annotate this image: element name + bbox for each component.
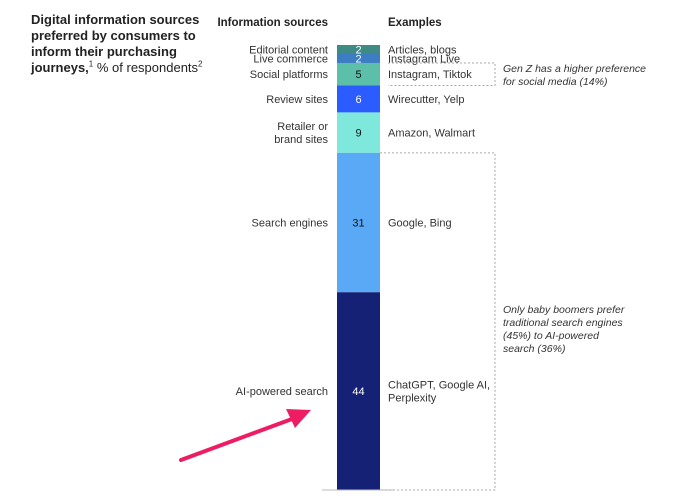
arrow-shaft: [179, 417, 294, 462]
header-examples: Examples: [388, 17, 442, 29]
annotation-text: Gen Z has a higher preference: [503, 63, 646, 75]
category-label-editorial-content: Editorial content: [249, 44, 328, 56]
value-label-social-platforms: 5: [355, 69, 361, 81]
annotation-text: traditional search engines: [503, 317, 623, 329]
chart-title-bold: Digital information sources preferred by…: [31, 12, 200, 75]
example-label-ai-powered-search: Perplexity: [388, 393, 437, 405]
arrow-head: [286, 409, 311, 428]
annotation-text: search (36%): [503, 343, 565, 355]
footnote-marker-1: 1: [88, 59, 94, 69]
chart-title-unit: % of respondents: [93, 60, 199, 75]
value-label-review-sites: 6: [355, 94, 361, 106]
category-label-social-platforms: Social platforms: [250, 69, 329, 81]
value-label-live-commerce: 2: [355, 53, 361, 65]
category-label-retailer-or-brand-sites: Retailer or: [277, 121, 328, 133]
category-label-retailer-or-brand-sites: brand sites: [274, 134, 328, 146]
example-label-ai-powered-search: ChatGPT, Google AI,: [388, 380, 490, 392]
category-label-review-sites: Review sites: [266, 94, 328, 106]
bar-segment-review-sites: [337, 85, 380, 113]
category-label-live-commerce: Live commerce: [253, 53, 328, 65]
bar-segment-editorial-content: [337, 45, 380, 54]
example-label-editorial-content: Articles, blogs: [388, 44, 457, 56]
header-information-sources: Information sources: [217, 17, 328, 29]
category-label-search-engines: Search engines: [252, 218, 329, 230]
value-label-editorial-content: 2: [355, 44, 361, 56]
footnote-marker-2: 2: [198, 59, 203, 69]
annotation-text: for social media (14%): [503, 76, 607, 88]
value-label-ai-powered-search: 44: [352, 386, 364, 398]
chart-title: Digital information sources preferred by…: [31, 12, 221, 76]
annotation-text: (45%) to AI-powered: [503, 330, 600, 342]
value-label-retailer-or-brand-sites: 9: [355, 128, 361, 140]
example-label-social-platforms: Instagram, Tiktok: [388, 69, 472, 81]
example-label-review-sites: Wirecutter, Yelp: [388, 94, 464, 106]
highlight-arrow: [179, 409, 311, 462]
annotation-bracket-search: [380, 152, 496, 491]
example-label-live-commerce: Instagram Live: [388, 53, 460, 65]
bar-segment-social-platforms: [337, 62, 380, 86]
value-label-search-engines: 31: [352, 218, 364, 230]
example-label-search-engines: Google, Bing: [388, 218, 452, 230]
annotation-text: Only baby boomers prefer: [503, 304, 625, 316]
category-label-ai-powered-search: AI-powered search: [236, 386, 328, 398]
example-label-retailer-or-brand-sites: Amazon, Walmart: [388, 128, 475, 140]
bar-segment-ai-powered-search: [337, 292, 380, 490]
bar-segment-live-commerce: [337, 53, 380, 63]
bar-segment-search-engines: [337, 152, 380, 293]
annotation-bracket-social: [388, 62, 496, 86]
bar-segment-retailer-or-brand-sites: [337, 112, 380, 153]
